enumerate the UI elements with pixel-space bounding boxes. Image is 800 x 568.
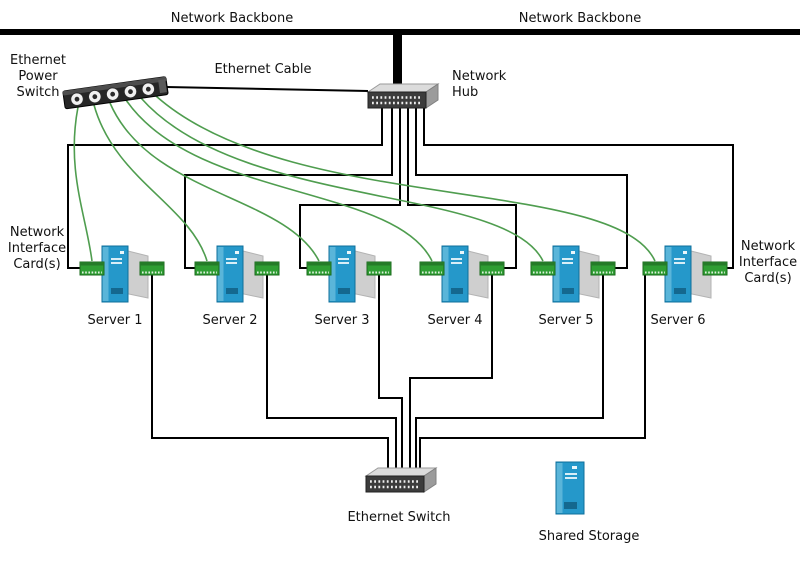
power-to-server-6-cable [155, 95, 656, 262]
hub-to-server-5-line [415, 108, 628, 269]
ethernet-switch-label: Ethernet Switch [347, 510, 450, 525]
ethernet-cable-line [165, 86, 369, 92]
hub-drop-line [393, 31, 402, 87]
power-to-server-5-cable [140, 97, 544, 262]
server-3-label: Server 3 [314, 313, 369, 328]
server-5-to-switch-line [415, 275, 604, 476]
power-to-server-1-cable [73, 106, 93, 262]
hub-label-line1: Network [452, 69, 507, 84]
server-1-to-switch-line [151, 275, 389, 476]
shared-storage-label: Shared Storage [539, 529, 640, 544]
ethernet-power-switch-icon [62, 76, 169, 110]
nic-left-label-line2: Interface [8, 241, 66, 256]
ethernet-cable-label: Ethernet Cable [214, 62, 311, 77]
server-4-label: Server 4 [427, 313, 482, 328]
power-cables [73, 95, 656, 262]
hub-server-wires [67, 108, 734, 269]
server-6-to-switch-line [419, 275, 646, 476]
nic-left-label-line3: Card(s) [13, 257, 60, 272]
power-switch-label-line3: Switch [17, 85, 60, 100]
hub-to-server-1-line [67, 108, 383, 269]
nic-left-label-line1: Network [10, 225, 65, 240]
power-to-server-3-cable [109, 102, 320, 262]
hub-to-server-3-line [299, 108, 401, 269]
server-6-icon [642, 245, 728, 303]
power-to-server-2-cable [93, 104, 208, 262]
server-1-label: Server 1 [87, 313, 142, 328]
power-switch-label-line1: Ethernet [10, 53, 66, 68]
ethernet-switch-icon [364, 466, 438, 494]
server-2-to-switch-line [266, 275, 397, 476]
shared-storage-icon [555, 461, 585, 515]
hub-to-server-2-line [184, 108, 393, 269]
nic-right-label-line2: Interface [739, 255, 797, 270]
server-3-to-switch-line [378, 275, 403, 476]
backbone-label-right: Network Backbone [519, 11, 641, 26]
power-outlet-icons [70, 82, 156, 106]
server-5-label: Server 5 [538, 313, 593, 328]
nic-right-label-line1: Network [741, 239, 796, 254]
backbone-label-left: Network Backbone [171, 11, 293, 26]
hub-to-server-4-line [407, 108, 517, 269]
power-to-server-4-cable [125, 99, 433, 262]
network-hub-icon [366, 82, 440, 110]
server-2-label: Server 2 [202, 313, 257, 328]
hub-to-server-6-line [423, 108, 734, 269]
power-switch-label-line2: Power [18, 69, 58, 84]
server-6-label: Server 6 [650, 313, 705, 328]
server-4-to-switch-line [409, 275, 493, 476]
hub-label-line2: Hub [452, 85, 478, 100]
server-switch-wires [151, 275, 646, 476]
nic-right-label-line3: Card(s) [744, 271, 791, 286]
